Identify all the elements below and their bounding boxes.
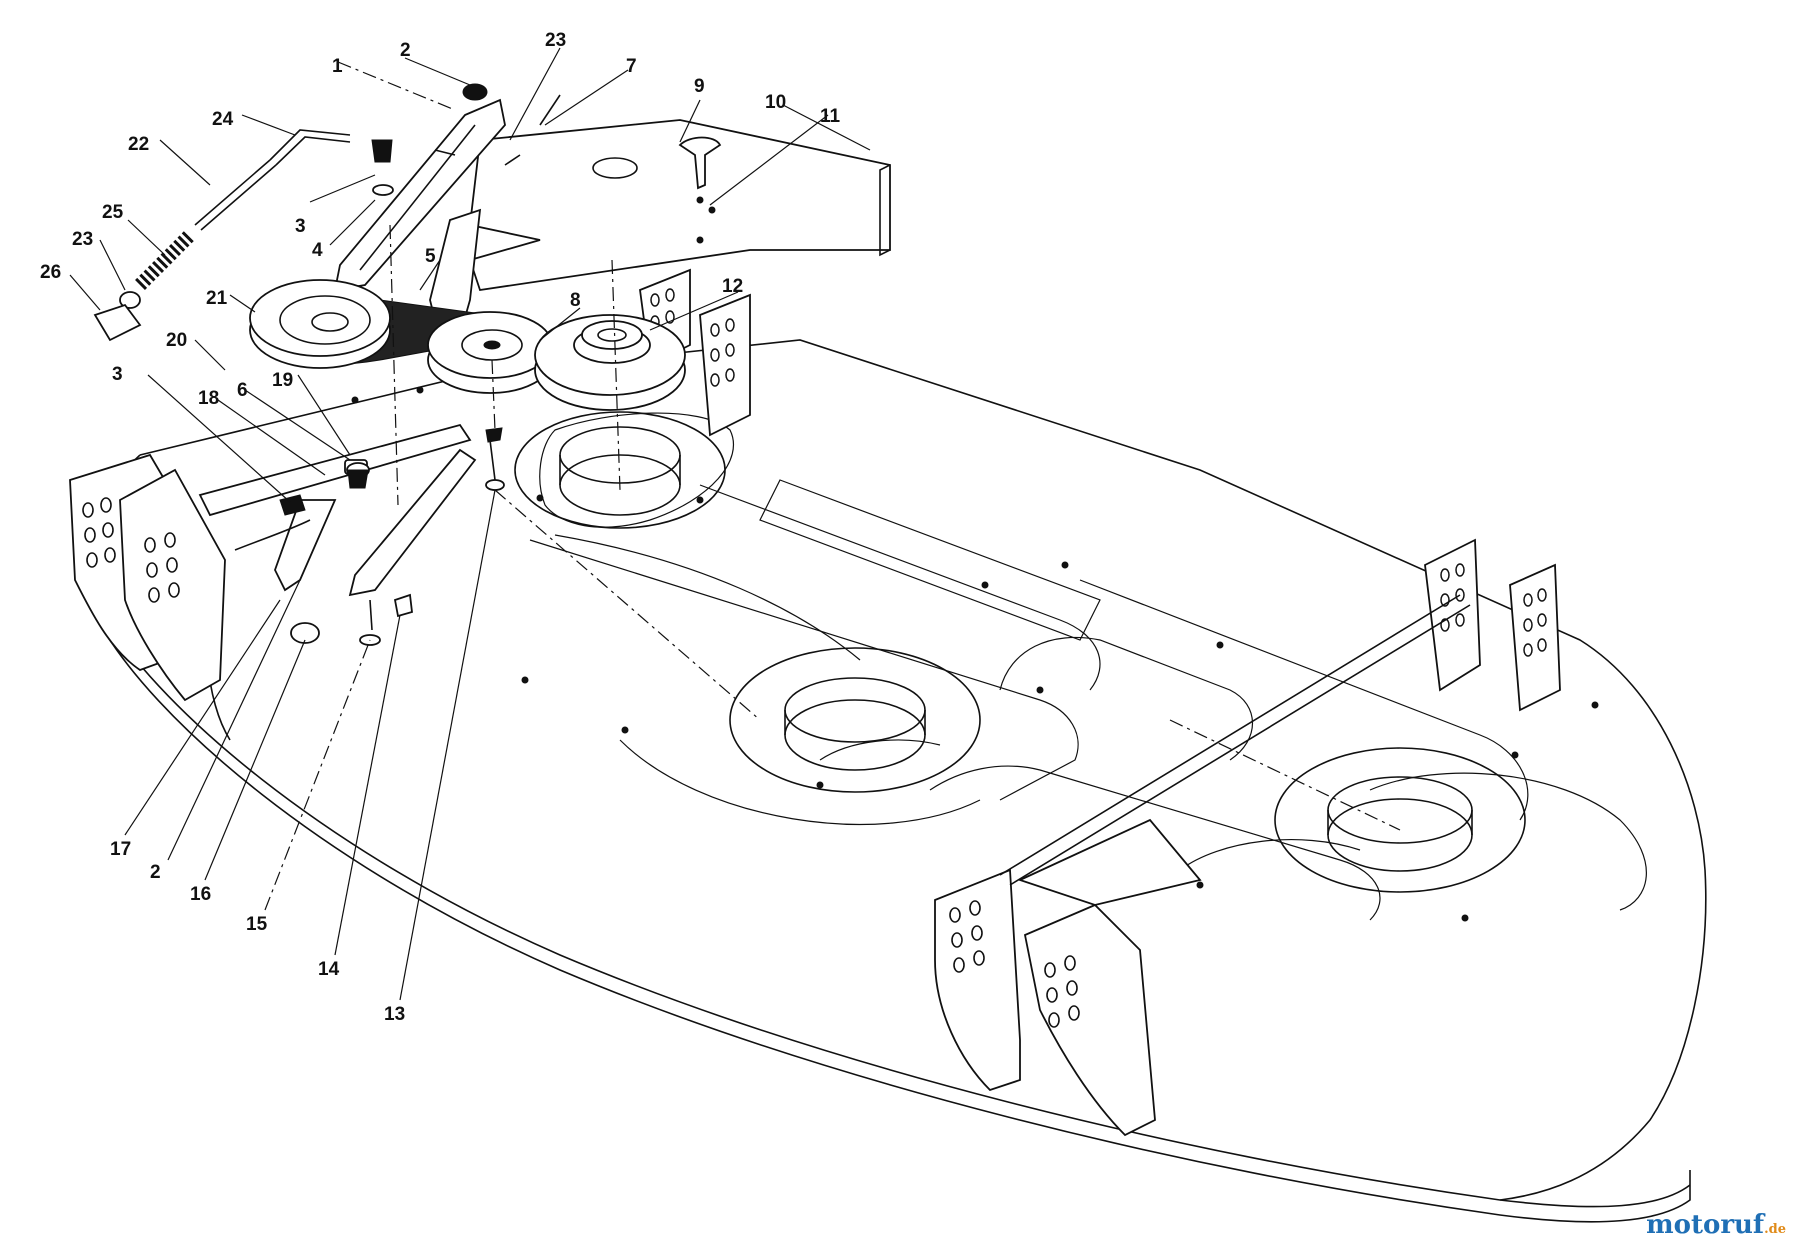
upper-hardware (371, 83, 722, 214)
callout-16: 16 (190, 884, 211, 905)
callout-3-lower: 3 (112, 364, 123, 385)
lower-hardware (279, 427, 505, 646)
callout-15: 15 (246, 914, 268, 935)
deck-bolt-holes (351, 386, 1599, 922)
callout-2-lower: 2 (150, 862, 161, 883)
right-spindle-housing (1274, 747, 1526, 893)
callout-3-upper: 3 (295, 216, 306, 237)
watermark-suffix: .de (1764, 1222, 1786, 1237)
watermark-logo: motoruf.de (1646, 1210, 1786, 1240)
callout-2: 2 (400, 40, 411, 61)
callout-8: 8 (570, 290, 581, 311)
belt-cover (468, 119, 891, 292)
leader-lines (69, 47, 1401, 1001)
callout-18: 18 (198, 388, 219, 409)
left-spindle-housing (514, 411, 726, 529)
center-spindle-housing (729, 647, 981, 793)
lower-idler-bracket (198, 423, 477, 597)
callout-12: 12 (722, 276, 743, 297)
callout-13: 13 (384, 1004, 405, 1025)
idler-pulley-8 (427, 311, 553, 394)
callout-22: 22 (128, 134, 149, 155)
callout-17: 17 (110, 839, 131, 860)
callout-1: 1 (332, 56, 343, 77)
callout-23: 23 (545, 30, 566, 51)
watermark-brand: motoruf (1646, 1210, 1765, 1240)
front-right-baffle-plates (934, 818, 1202, 1137)
callout-6: 6 (237, 380, 248, 401)
spindle-pulley-12 (534, 314, 686, 411)
callout-14: 14 (318, 959, 340, 980)
left-rear-baffle-plates (69, 453, 226, 702)
idler-pulley-21 (249, 279, 391, 369)
spring-rod-assembly (93, 129, 351, 342)
callout-11: 11 (820, 106, 841, 127)
callout-9: 9 (694, 76, 705, 97)
callout-24: 24 (212, 109, 234, 130)
right-rear-bracket-plates (999, 538, 1561, 886)
mower-deck-housing (89, 339, 1707, 1223)
callout-25: 25 (102, 202, 124, 223)
callout-5: 5 (425, 246, 436, 267)
callout-23-left: 23 (72, 229, 93, 250)
idler-arm (333, 98, 506, 342)
callout-labels: 1 2 23 7 9 10 11 24 22 25 3 4 23 26 5 21… (40, 30, 841, 1025)
callout-4: 4 (312, 240, 323, 261)
callout-10: 10 (765, 92, 786, 113)
callout-19: 19 (272, 370, 293, 391)
callout-20: 20 (166, 330, 187, 351)
callout-7: 7 (626, 56, 637, 77)
callout-26: 26 (40, 262, 61, 283)
callout-21: 21 (206, 288, 228, 309)
